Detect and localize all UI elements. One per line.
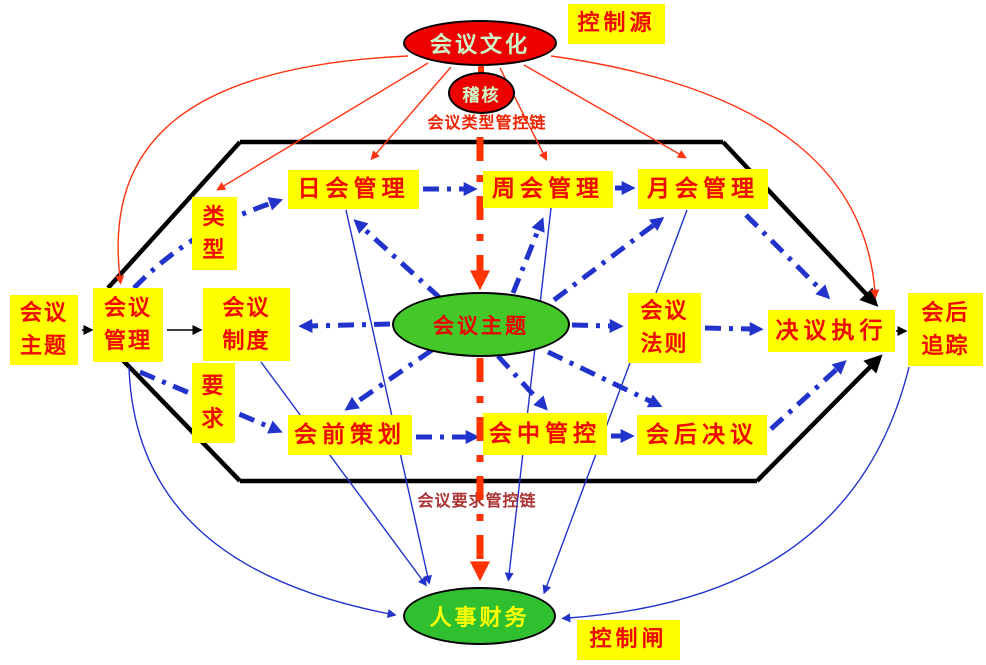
node-control-source: 控制源 xyxy=(568,4,665,44)
line-daily-to-hr xyxy=(345,209,432,585)
node-post-meeting-resolution: 会后决议 xyxy=(637,415,767,455)
red-line-culture-to-management xyxy=(115,55,409,285)
node-meeting-management: 会议 管理 xyxy=(93,288,163,362)
node-control-gate: 控制闸 xyxy=(577,620,680,660)
node-daily-meeting: 日会管理 xyxy=(288,170,419,209)
node-audit: 稽核 xyxy=(448,72,515,114)
node-requirement: 要 求 xyxy=(192,363,235,443)
red-line-culture-to-monthly xyxy=(523,64,687,159)
requirement-control-chain-label: 会议要求管控链 xyxy=(417,491,537,510)
line-weekly-to-hr xyxy=(504,207,552,582)
arrow-theme-to-pre-meeting xyxy=(344,347,434,411)
hexagon-top-right-arrow xyxy=(721,140,879,307)
arrow-post-meeting-to-execution xyxy=(769,360,847,431)
node-meeting-rules: 会议 法则 xyxy=(628,293,701,363)
line-system-to-hr xyxy=(260,361,428,587)
red-line-culture-to-type xyxy=(216,62,429,191)
arrow-rules-to-execution xyxy=(704,321,764,336)
node-meeting-theme-center: 会议主题 xyxy=(392,292,570,357)
arrow-theme-to-weekly xyxy=(510,217,545,294)
node-hr-finance: 人事财务 xyxy=(403,587,556,645)
line-management-to-hr xyxy=(128,366,397,618)
arrow-theme-to-system xyxy=(298,318,391,333)
hexagon-bottom-right-arrow xyxy=(755,354,883,483)
type-control-chain-label: 会议类型管控链 xyxy=(427,113,547,132)
arrow-monthly-to-execution xyxy=(744,213,831,300)
arrow-theme-to-rules xyxy=(571,318,624,333)
red-line-culture-to-daily xyxy=(370,66,452,161)
node-weekly-meeting: 周会管理 xyxy=(483,171,613,208)
arrow-theme-to-daily xyxy=(353,219,442,300)
line-tracking-to-hr xyxy=(561,366,910,623)
line-monthly-to-hr xyxy=(542,209,688,595)
node-meeting-system: 会议 制度 xyxy=(203,288,290,361)
node-pre-meeting-planning: 会前策划 xyxy=(288,415,412,455)
node-post-meeting-tracking: 会后 追踪 xyxy=(908,293,983,366)
node-type: 类 型 xyxy=(192,197,237,270)
node-monthly-meeting: 月会管理 xyxy=(638,169,768,209)
arrow-theme-to-in-meeting xyxy=(496,354,548,411)
node-resolution-execution: 决议执行 xyxy=(768,310,895,352)
node-meeting-theme-left: 会议 主题 xyxy=(10,295,78,365)
node-in-meeting-control: 会中管控 xyxy=(483,413,607,455)
node-meeting-culture: 会议文化 xyxy=(403,20,557,66)
arrow-theme-to-monthly xyxy=(552,216,665,302)
